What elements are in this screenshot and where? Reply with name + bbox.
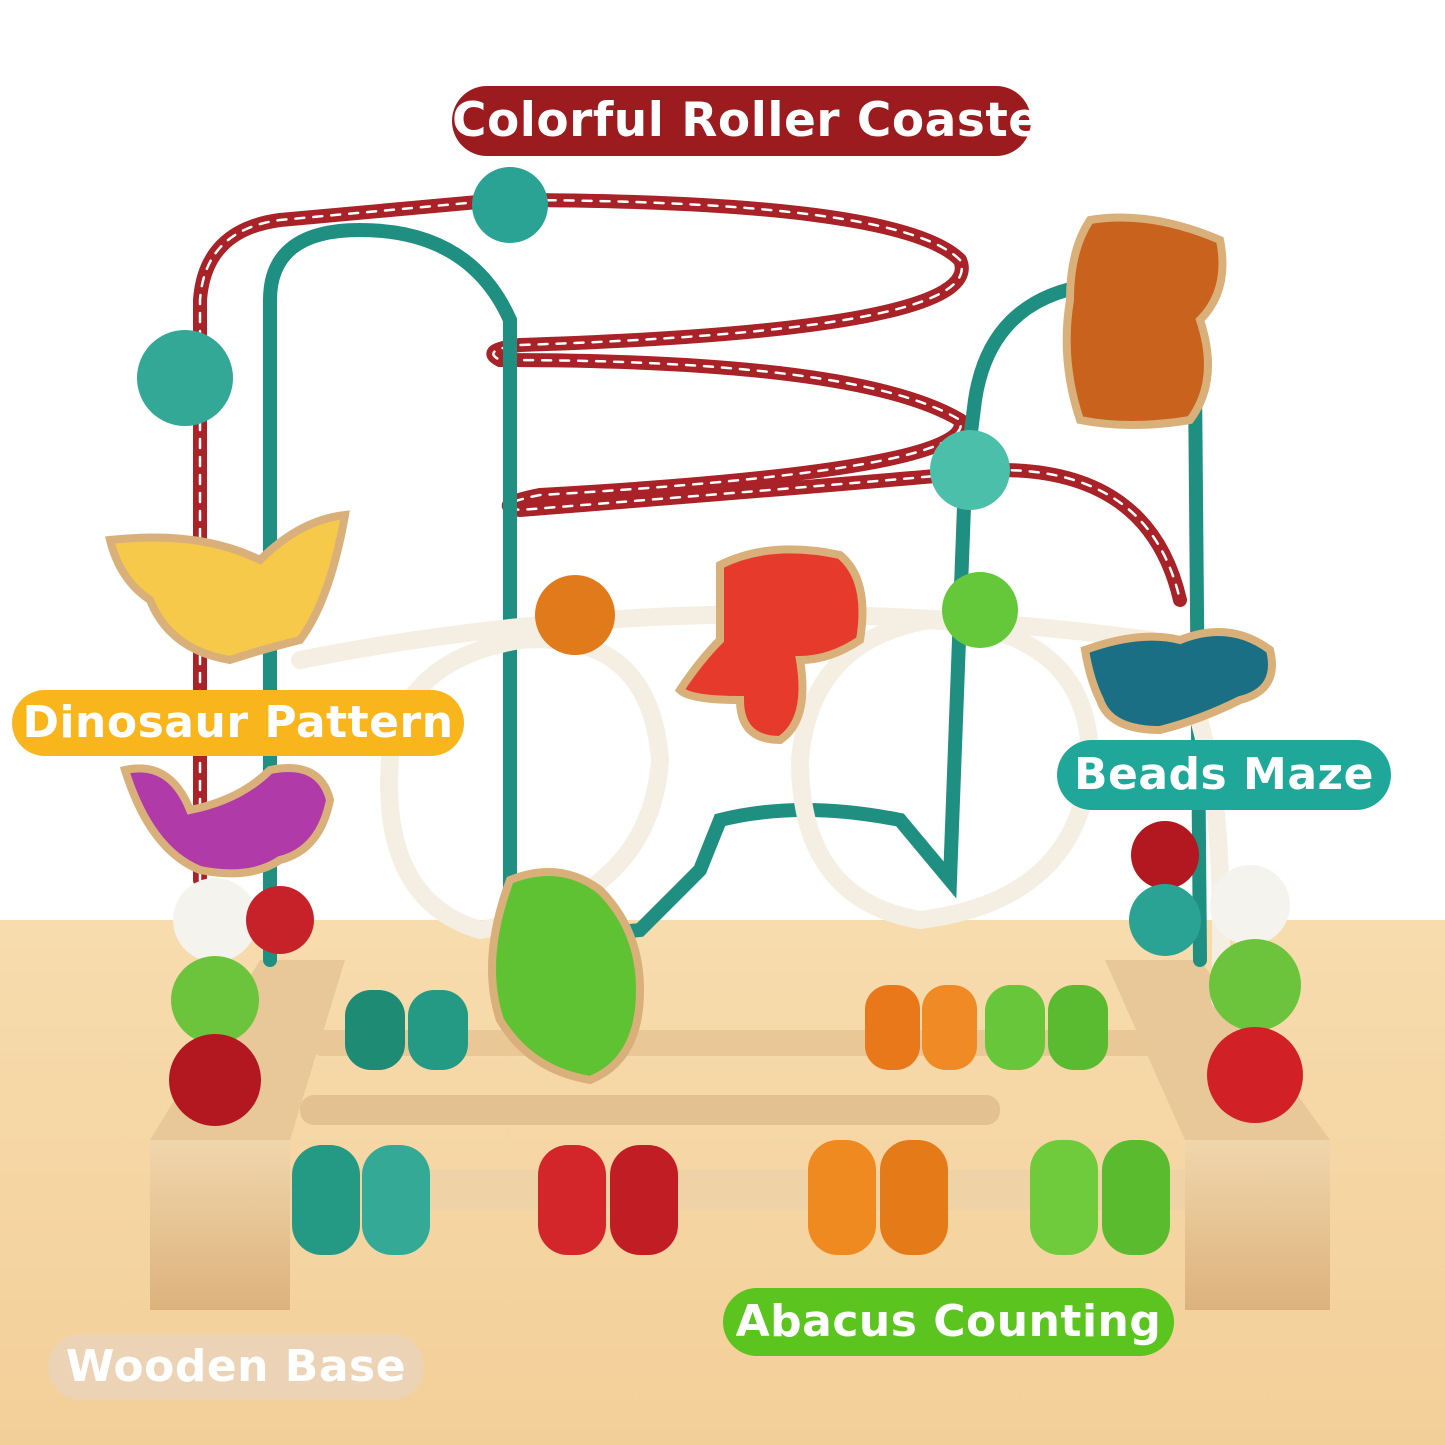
abacus-bead <box>538 1145 606 1255</box>
blue-dino-piece <box>1080 628 1276 735</box>
abacus-bead <box>362 1145 430 1255</box>
abacus-bead <box>985 985 1045 1070</box>
pterodactyl-piece <box>105 510 350 665</box>
bead-teal-top <box>472 167 548 243</box>
bead-green-left <box>171 956 259 1044</box>
bead-red-right-top <box>1131 821 1199 889</box>
purple-dino-piece <box>119 764 335 878</box>
base-right-block <box>1185 1140 1330 1310</box>
bead-red-left-back <box>246 886 314 954</box>
bead-white-left <box>173 878 257 962</box>
dinosaur-pattern-label: Dinosaur Pattern <box>12 690 464 756</box>
abacus-bead <box>345 990 405 1070</box>
base-rail-front <box>290 1170 1210 1210</box>
red-trex-piece <box>674 545 867 745</box>
abacus-bead <box>1102 1140 1170 1255</box>
orange-triceratops-piece <box>1062 213 1227 429</box>
bead-white-right <box>1210 865 1290 945</box>
roller-coaster-label: Colorful Roller Coaster <box>452 86 1064 156</box>
bead-green-right <box>1209 939 1301 1031</box>
abacus-bead <box>880 1140 948 1255</box>
wire-beads <box>137 167 1303 1126</box>
bead-red-right <box>1207 1027 1303 1123</box>
abacus-bead <box>610 1145 678 1255</box>
wooden-base-label: Wooden Base <box>48 1334 424 1400</box>
abacus-beads <box>292 985 1170 1255</box>
green-stego-piece <box>488 868 645 1085</box>
bead-teal-left <box>137 330 233 426</box>
beads-maze-label: Beads Maze <box>1057 740 1391 810</box>
abacus-counting-label: Abacus Counting <box>723 1288 1174 1356</box>
bead-teal-right <box>1129 884 1201 956</box>
bead-orange-maze <box>535 575 615 655</box>
abacus-bead <box>865 985 920 1070</box>
base-left-block <box>150 1140 290 1310</box>
abacus-bead <box>408 990 468 1070</box>
bead-green-maze <box>942 572 1018 648</box>
base-rail-back <box>300 1095 1000 1125</box>
bead-teal-mid <box>930 430 1010 510</box>
abacus-bead <box>922 985 977 1070</box>
bead-red-left <box>169 1034 261 1126</box>
abacus-bead <box>1030 1140 1098 1255</box>
abacus-bead <box>1048 985 1108 1070</box>
dinosaur-pieces <box>105 213 1276 1085</box>
abacus-bead <box>808 1140 876 1255</box>
red-wire-dash <box>198 198 1182 882</box>
abacus-bead <box>292 1145 360 1255</box>
